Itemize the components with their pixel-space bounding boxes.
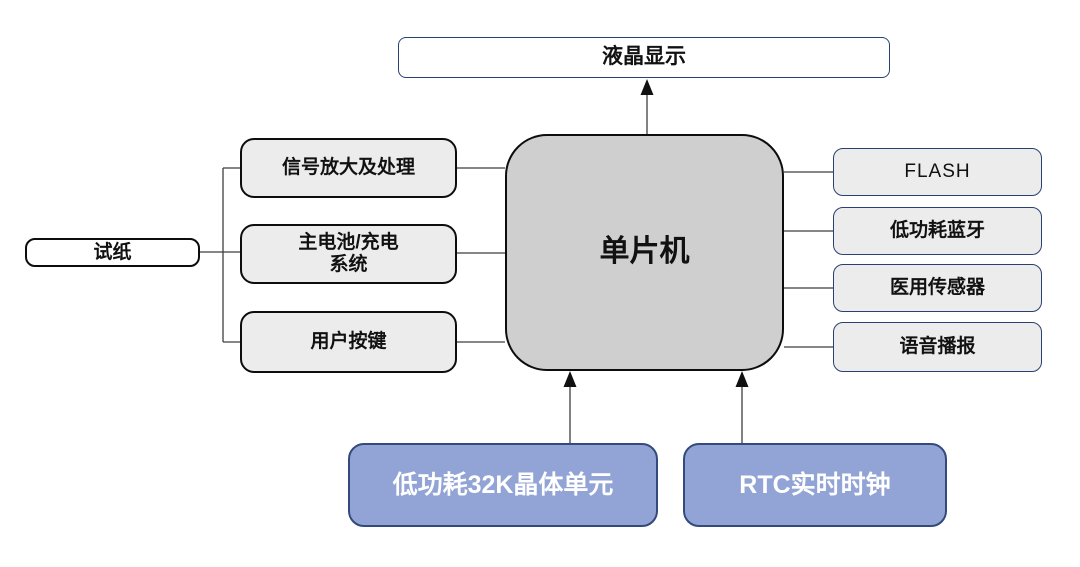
node-rtc-clock: RTC实时时钟 bbox=[683, 443, 947, 527]
node-user-buttons: 用户按键 bbox=[240, 311, 457, 373]
node-mcu: 单片机 bbox=[505, 134, 784, 371]
node-battery-charging-system: 主电池/充电 系统 bbox=[240, 224, 457, 284]
node-voice-broadcast: 语音播报 bbox=[833, 322, 1042, 372]
node-low-power-bluetooth: 低功耗蓝牙 bbox=[833, 207, 1042, 255]
arrow-up-icon bbox=[563, 371, 577, 387]
arrow-up-icon bbox=[640, 79, 654, 95]
arrow-up-icon bbox=[735, 371, 749, 387]
node-flash: FLASH bbox=[833, 148, 1042, 196]
node-medical-sensor: 医用传感器 bbox=[833, 264, 1042, 312]
node-lcd-display: 液晶显示 bbox=[398, 37, 890, 78]
node-test-strip: 试纸 bbox=[25, 238, 200, 267]
node-32k-crystal-unit: 低功耗32K晶体单元 bbox=[348, 443, 658, 527]
node-signal-amplification: 信号放大及处理 bbox=[240, 138, 457, 198]
